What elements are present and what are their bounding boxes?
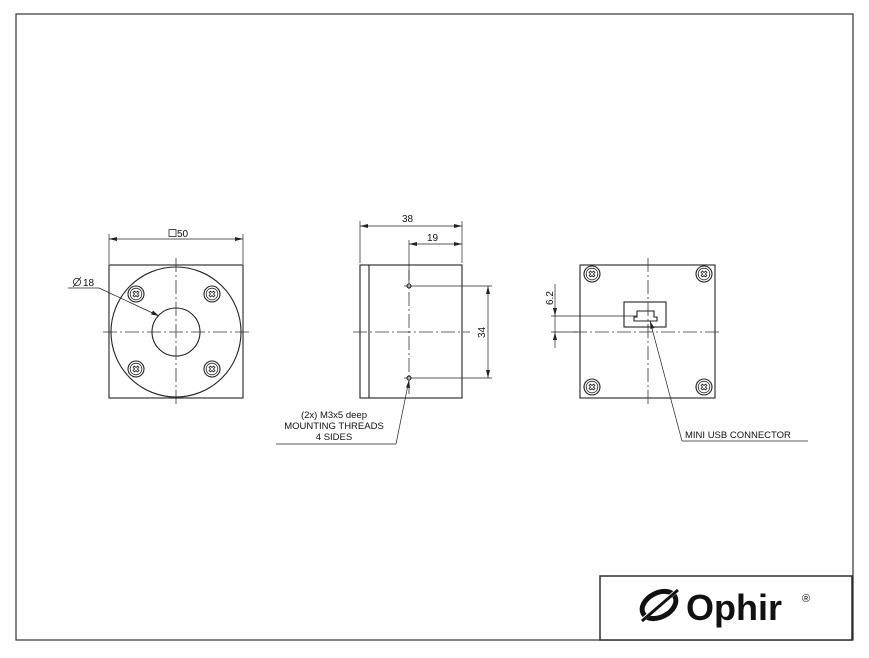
title-block: Ophir ® [599, 575, 853, 641]
brand-name: Ophir [686, 587, 782, 628]
dimension-label-spacing: 34 [477, 326, 488, 338]
connector-label: MINI USB CONNECTOR [685, 430, 791, 441]
diameter-symbol-icon [72, 276, 82, 288]
rear-view-body [579, 264, 716, 399]
connector-leader [649, 320, 683, 442]
note-line-1: (2x) M3x5 deep [301, 410, 367, 421]
dimension-label-connector: 6.2 [545, 291, 556, 305]
screw-icon [127, 360, 145, 378]
ophir-logo-icon [638, 586, 682, 624]
dimension-label-square: 50 [177, 229, 189, 240]
dimension-label-offset: 19 [427, 233, 439, 244]
dimension-label-diameter: 18 [83, 278, 95, 289]
screw-icon [203, 360, 221, 378]
front-view: 50 18 [68, 229, 249, 404]
side-view: 38 19 34 (2x) M3x5 deep MOUNTING THREADS… [276, 214, 492, 445]
screw-icon [583, 265, 601, 283]
side-view-body [359, 264, 463, 399]
registered-mark: ® [802, 593, 810, 605]
screw-icon [203, 285, 221, 303]
title-block-border [599, 575, 853, 641]
screw-icon [695, 265, 713, 283]
drawing-border [15, 13, 854, 641]
screw-icon [127, 285, 145, 303]
usb-connector-icon [623, 301, 667, 328]
rear-view: 6.2 MINI USB CONNECTOR [545, 258, 808, 442]
dimension-label-length: 38 [402, 214, 414, 225]
note-line-2: MOUNTING THREADS [284, 421, 384, 432]
note-line-3: 4 SIDES [316, 432, 352, 443]
square-symbol-icon [168, 229, 177, 237]
screw-icon [695, 378, 713, 396]
screw-icon [583, 378, 601, 396]
